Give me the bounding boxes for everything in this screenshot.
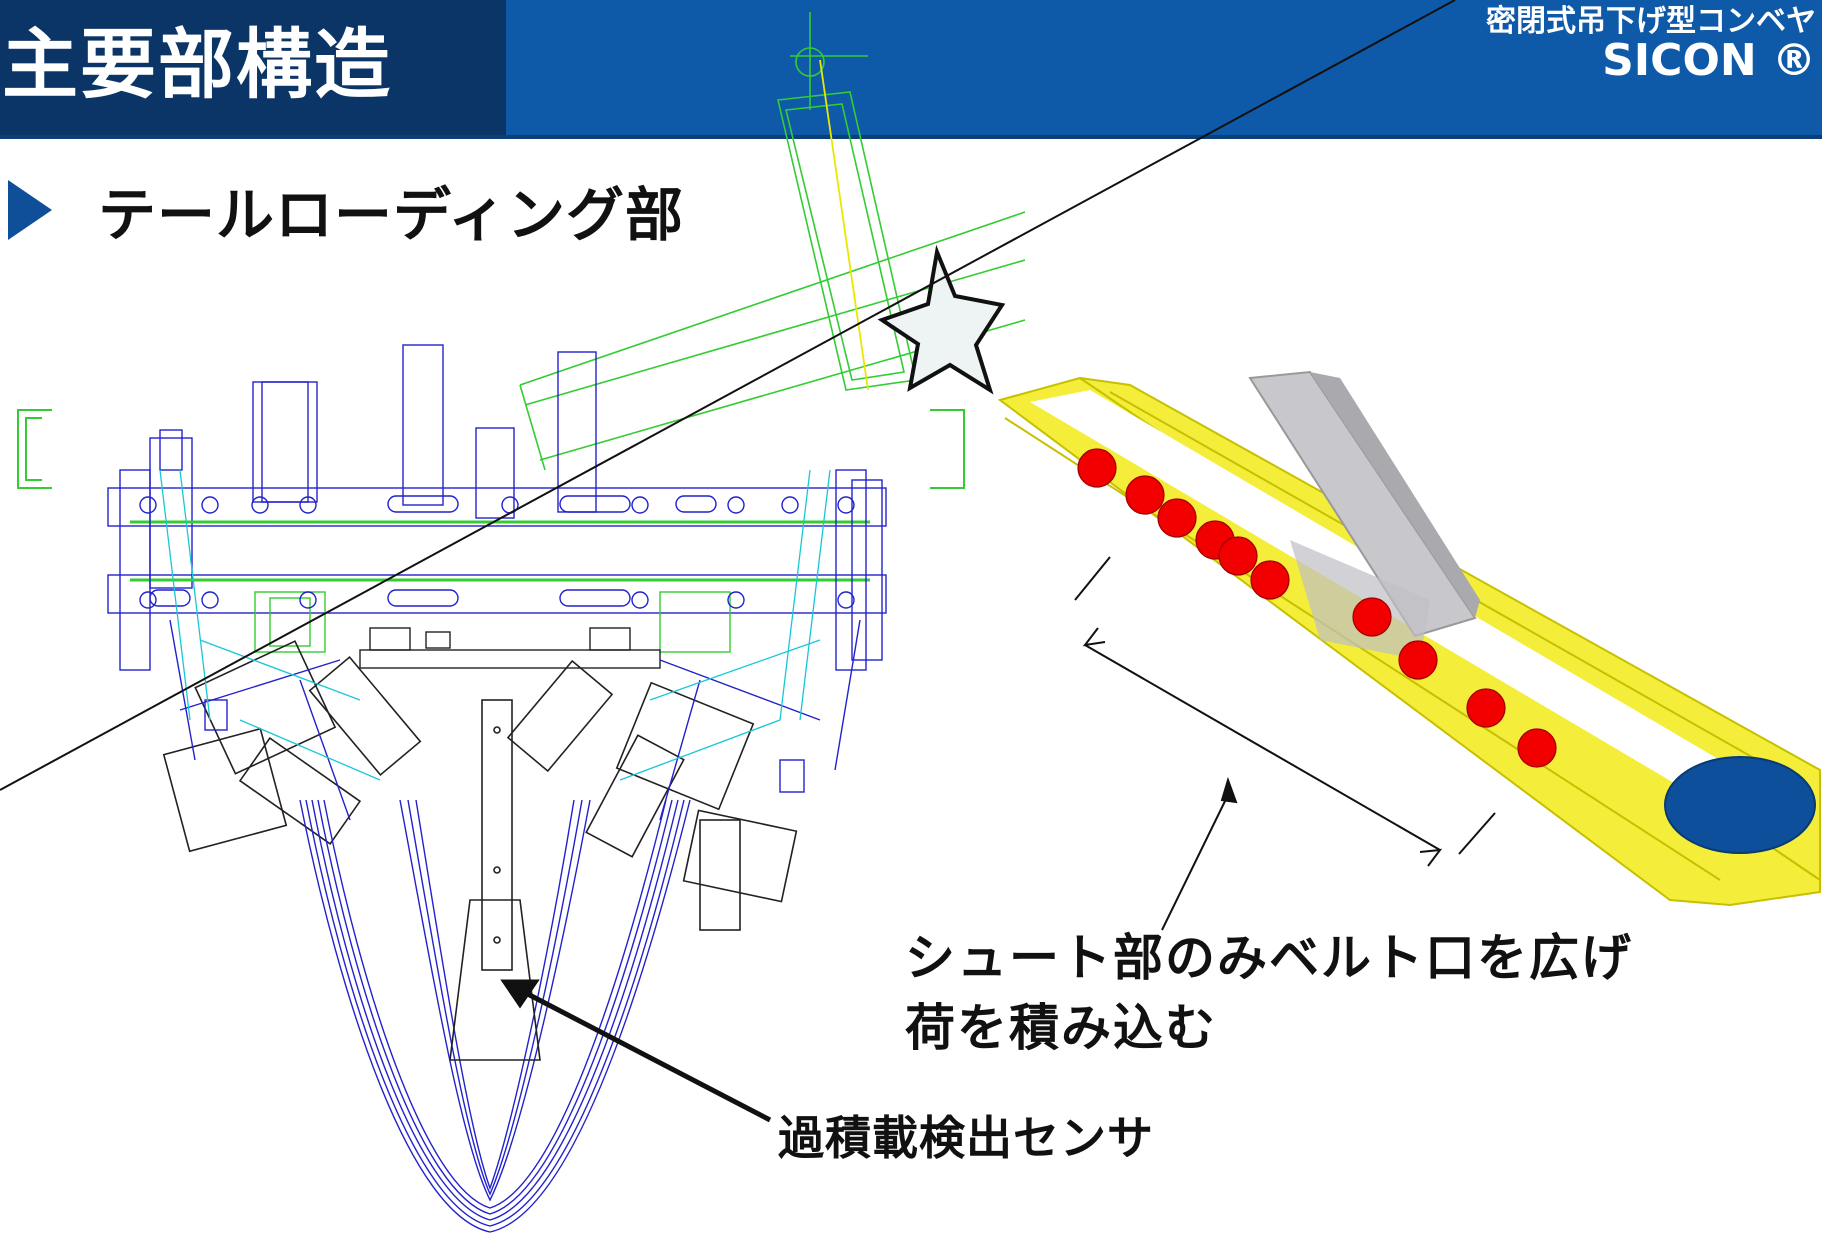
idler-rollers <box>162 640 798 931</box>
load-item <box>1125 475 1165 515</box>
load-item <box>1218 536 1258 576</box>
header-bar: 主要部構造 密閉式吊下げ型コンベヤ SICON ® <box>0 0 1822 139</box>
chute-shadow <box>1290 540 1430 660</box>
load-item <box>1352 597 1392 637</box>
frame-bolts <box>139 495 855 609</box>
tail-pulley <box>1664 756 1816 854</box>
page-title: 主要部構造 <box>2 20 392 109</box>
load-item <box>1077 448 1117 488</box>
side-brackets <box>17 409 965 489</box>
section-title: テールローディング部 <box>98 181 684 249</box>
section-heading: テールローディング部 <box>0 160 684 260</box>
dimension-arrow <box>1082 627 1496 867</box>
brand: 密閉式吊下げ型コンベヤ SICON ® <box>1216 6 1816 84</box>
triangle-right-icon <box>8 180 52 240</box>
belt-pointer <box>1161 776 1238 931</box>
sensor-pointer <box>500 979 772 1123</box>
belt-3d <box>997 370 1821 907</box>
frame-rails <box>107 469 887 671</box>
belt-callout-line2: 荷を積み込む <box>905 998 1217 1057</box>
belt-loops <box>299 799 691 1233</box>
cad-drawing <box>17 12 1026 1233</box>
roller-brackets <box>169 619 861 821</box>
seven-point-star-icon <box>877 244 1006 395</box>
hex-nuts <box>359 627 661 669</box>
load-circles <box>1077 448 1557 768</box>
sensor-paddle <box>449 699 541 1061</box>
chute-face <box>1310 372 1480 618</box>
brand-subtitle: 密閉式吊下げ型コンベヤ <box>1486 4 1816 39</box>
title-box: 主要部構造 <box>0 0 506 135</box>
load-item <box>1398 640 1438 680</box>
load-item <box>1466 688 1506 728</box>
belt-callout-line1: シュート部のみベルト口を広げ <box>905 928 1633 987</box>
brand-name: SICON ® <box>1602 34 1816 86</box>
load-item <box>1157 498 1197 538</box>
sensor-callout: 過積載検出センサ <box>778 1111 1154 1165</box>
dimension-marker <box>0 0 1456 791</box>
load-item <box>1517 728 1557 768</box>
load-item <box>1250 560 1290 600</box>
